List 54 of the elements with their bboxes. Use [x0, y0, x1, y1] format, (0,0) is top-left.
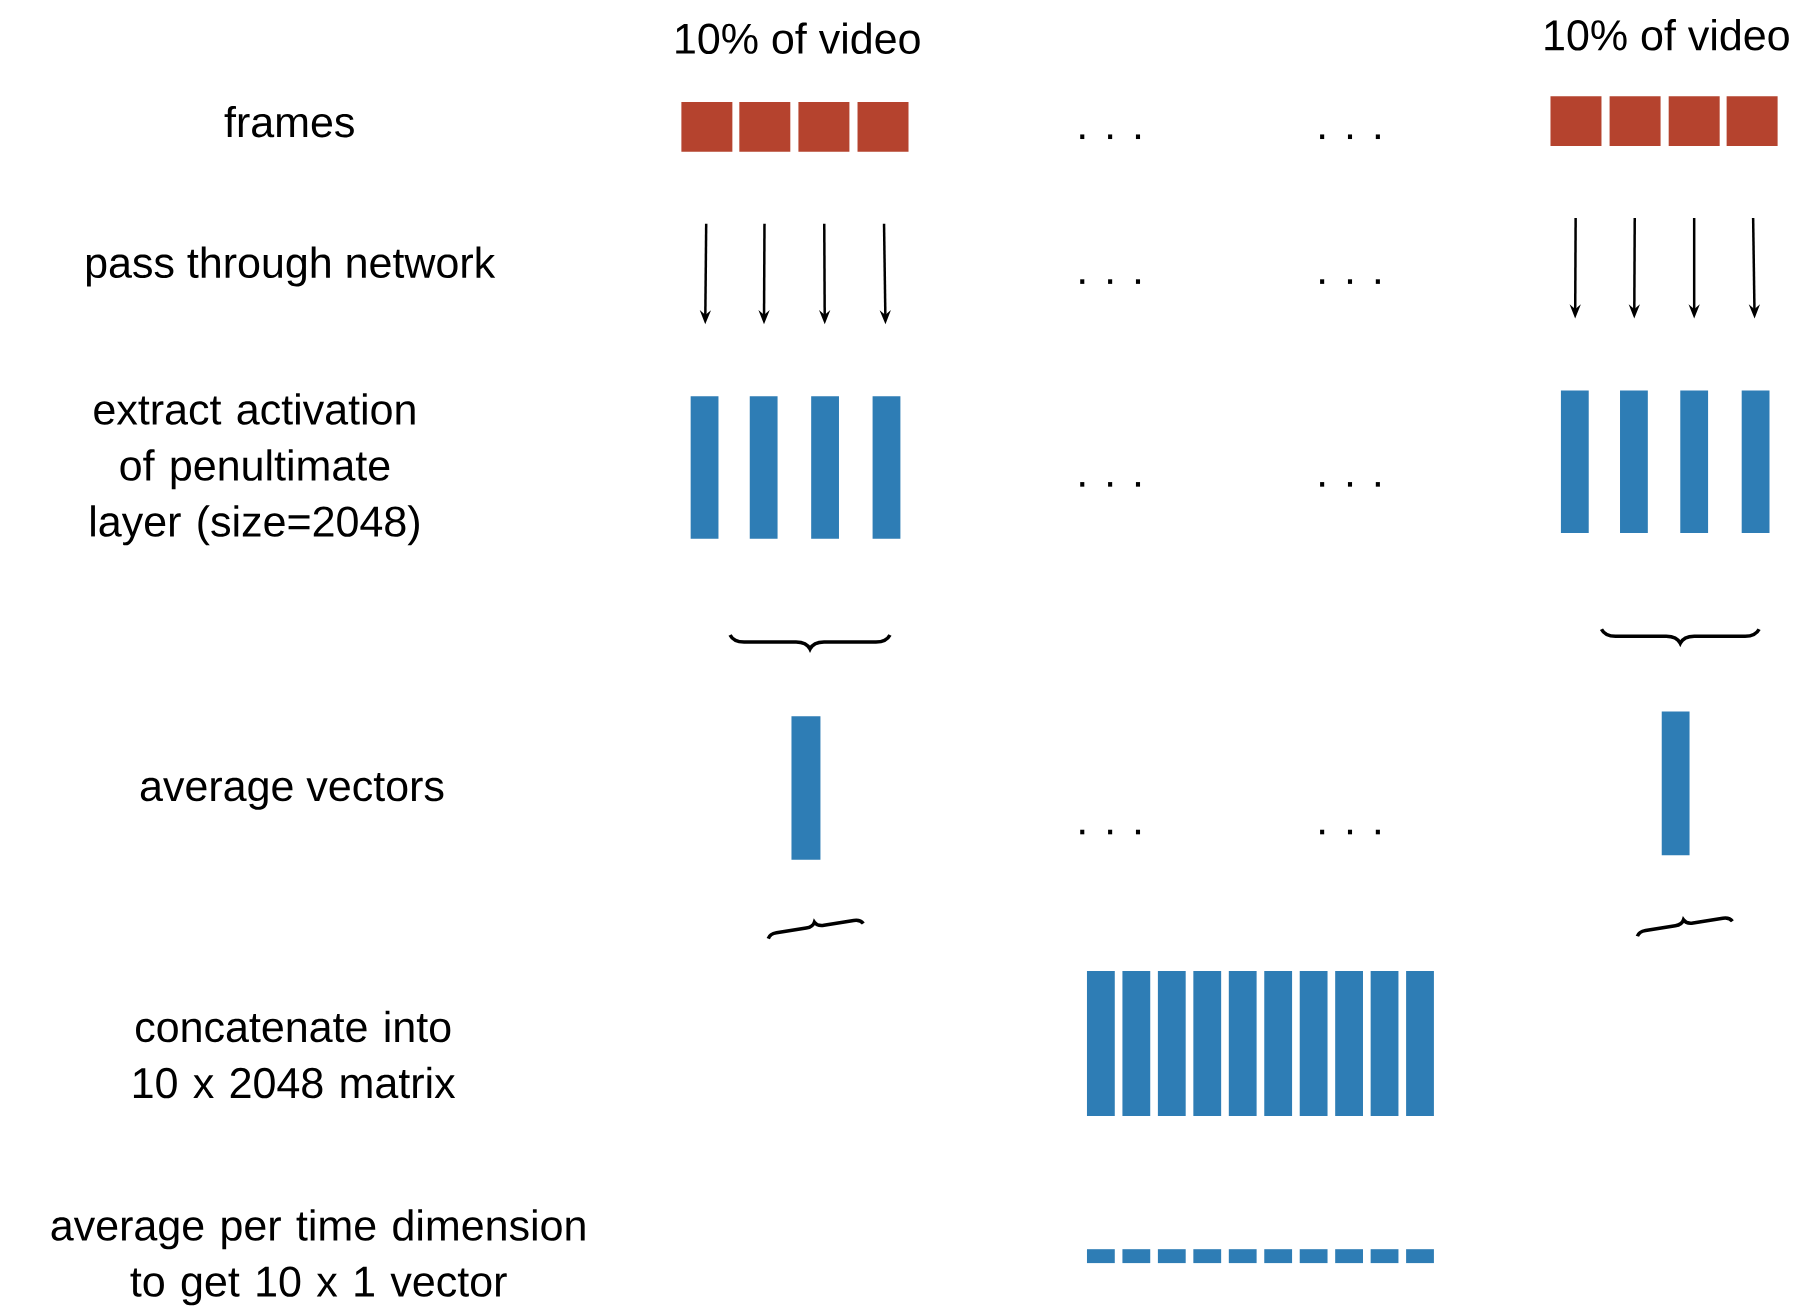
vector-bar — [690, 396, 719, 539]
step-label: average per time dimension to get 10 x 1 vector — [51, 1209, 585, 1306]
vector-bar — [1228, 971, 1257, 1116]
vector-bar — [791, 716, 821, 860]
vector-bar — [1122, 1249, 1151, 1264]
vector-bar — [1264, 971, 1293, 1116]
vector-bar — [1299, 971, 1328, 1116]
vector-bar — [1335, 1249, 1363, 1264]
frame-square — [1550, 96, 1602, 147]
vector-bar — [1228, 1249, 1257, 1264]
vector-bar — [1620, 390, 1648, 534]
vector-bar — [1680, 390, 1709, 534]
step-label: extract activation of penultimate layer (size=2048) — [91, 393, 419, 546]
frame-square — [681, 102, 733, 152]
step-label: concatenate into 10 x 2048 matrix — [133, 1010, 456, 1099]
vector-bar — [1086, 971, 1115, 1116]
ellipsis: . . . — [1080, 482, 1141, 487]
vector-bar — [811, 396, 839, 539]
ellipsis: . . . — [1320, 134, 1380, 140]
step-label: frames — [224, 105, 354, 138]
vector-bar — [1157, 971, 1186, 1116]
frame-square — [1668, 96, 1720, 147]
vector-bar — [872, 396, 901, 539]
column-heading: 10% of video — [1545, 19, 1789, 51]
vector-bar — [749, 396, 778, 539]
vector-bar — [1299, 1249, 1328, 1264]
vector-bar — [1661, 711, 1690, 856]
ellipsis: . . . — [1320, 829, 1380, 835]
frame-square — [1726, 96, 1778, 147]
vector-bar — [1560, 390, 1589, 534]
frame-square — [739, 102, 791, 152]
ellipsis: . . . — [1080, 279, 1141, 284]
vector-bar — [1193, 1249, 1222, 1264]
vector-bar — [1193, 971, 1222, 1116]
step-label: pass through network — [86, 246, 496, 287]
step-label: average vectors — [140, 773, 444, 810]
ellipsis: . . . — [1080, 829, 1141, 835]
ellipsis: . . . — [1320, 279, 1380, 284]
vector-bar — [1264, 1249, 1293, 1264]
ellipsis: . . . — [1320, 482, 1380, 487]
frame-square — [1609, 96, 1661, 147]
vector-bar — [1157, 1249, 1186, 1264]
vector-bar — [1335, 971, 1363, 1116]
ellipsis: . . . — [1080, 134, 1141, 140]
frame-square — [857, 102, 909, 152]
vector-bar — [1406, 1249, 1434, 1264]
vector-bar — [1741, 390, 1770, 534]
vector-bar — [1406, 971, 1434, 1116]
vector-bar — [1370, 971, 1399, 1116]
vector-bar — [1086, 1249, 1115, 1264]
column-heading: 10% of video — [676, 22, 920, 55]
vector-bar — [1370, 1249, 1399, 1264]
frame-square — [798, 102, 850, 152]
vector-bar — [1122, 971, 1151, 1116]
